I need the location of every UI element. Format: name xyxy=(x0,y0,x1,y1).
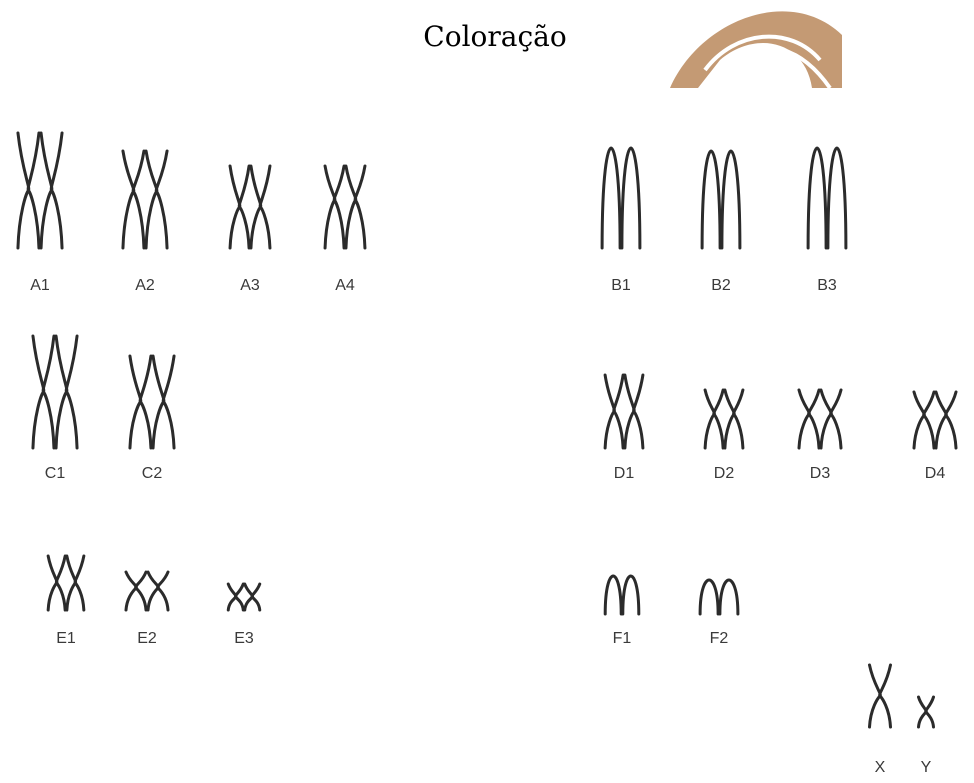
chromosome-f1-2 xyxy=(621,574,641,616)
chromosome-f2-2 xyxy=(718,578,740,616)
chromosome-e2-1 xyxy=(134,570,148,612)
pair-label-d1: D1 xyxy=(614,465,635,482)
chromosome-a4-1 xyxy=(323,164,337,250)
chromosome-a2-1 xyxy=(121,149,136,250)
chromosome-c2-1 xyxy=(138,354,153,450)
chromosome-a2-1 xyxy=(131,149,146,250)
chromosome-a4-2 xyxy=(344,164,358,250)
chromosome-c1-1 xyxy=(41,334,56,450)
chromosome-d2-1 xyxy=(703,388,716,450)
chromosome-d3-2 xyxy=(829,388,843,450)
chromosome-pair-c1: C1 xyxy=(31,334,79,482)
chromosome-a4-1 xyxy=(332,164,346,250)
chromosome-pair-e1: E1 xyxy=(46,554,86,647)
chromosome-c2-2 xyxy=(161,354,176,450)
pair-label-f2: F2 xyxy=(710,630,729,647)
chromosome-b1-1 xyxy=(600,146,622,250)
chromosome-d4-2 xyxy=(944,390,958,450)
chromosome-pair-d2: D2 xyxy=(703,388,745,482)
pair-label-d2: D2 xyxy=(714,465,735,482)
arc-logo-icon xyxy=(670,11,842,90)
chromosome-a1-1 xyxy=(26,131,41,250)
chromosome-d4-1 xyxy=(912,390,926,450)
chromosome-pair-d1: D1 xyxy=(603,373,645,482)
chromosome-b3-2 xyxy=(826,146,848,250)
chromosome-pair-x: X xyxy=(868,663,892,776)
chromosome-pair-e3: E3 xyxy=(226,582,262,647)
chromosome-pair-b3: B3 xyxy=(806,146,848,294)
chromosome-e2-2 xyxy=(146,570,160,612)
chromosome-d2-2 xyxy=(723,388,736,450)
chromosome-pair-a1: A1 xyxy=(16,131,64,294)
chromosome-a3-2 xyxy=(258,164,272,250)
pair-label-a3: A3 xyxy=(240,277,260,294)
chromosome-b2-2 xyxy=(720,149,742,250)
chromosome-d4-1 xyxy=(922,390,936,450)
chromosome-x-1 xyxy=(878,663,892,729)
chromosome-pair-y: Y xyxy=(917,695,935,776)
pair-label-d4: D4 xyxy=(925,465,946,482)
chromosome-pair-f2: F2 xyxy=(698,578,740,647)
pair-label-d3: D3 xyxy=(810,465,831,482)
pair-label-b2: B2 xyxy=(711,277,731,294)
chromosome-pair-b1: B1 xyxy=(600,146,642,294)
chromosome-f1-1 xyxy=(603,574,623,616)
chromosome-f2-1 xyxy=(698,578,720,616)
pair-label-x: X xyxy=(875,759,886,776)
chromosome-pair-d3: D3 xyxy=(797,388,843,482)
chromosome-pair-e2: E2 xyxy=(124,570,170,647)
pair-label-c2: C2 xyxy=(142,465,163,482)
pair-label-a1: A1 xyxy=(30,277,50,294)
chromosome-b3-1 xyxy=(806,146,828,250)
chromosome-e2-2 xyxy=(156,570,170,612)
chromosome-d2-2 xyxy=(732,388,745,450)
chromosome-e2-1 xyxy=(124,570,138,612)
chromosome-e3-1 xyxy=(234,582,245,612)
chromosome-d1-1 xyxy=(612,373,625,450)
chromosome-pair-a4: A4 xyxy=(323,164,367,294)
chromosome-d1-2 xyxy=(632,373,645,450)
chromosome-a2-2 xyxy=(144,149,159,250)
chromosome-d3-1 xyxy=(797,388,811,450)
pair-label-b3: B3 xyxy=(817,277,837,294)
chromosome-e3-2 xyxy=(250,582,262,612)
chromosome-a3-1 xyxy=(237,164,251,250)
pair-label-e3: E3 xyxy=(234,630,254,647)
pair-label-a2: A2 xyxy=(135,277,155,294)
chromosome-pair-a3: A3 xyxy=(228,164,272,294)
chromosome-d2-1 xyxy=(712,388,725,450)
chromosome-pair-a2: A2 xyxy=(121,149,169,294)
chromosome-e1-1 xyxy=(54,554,67,612)
chromosome-b2-1 xyxy=(700,149,722,250)
pair-label-e2: E2 xyxy=(137,630,157,647)
chromosome-a2-2 xyxy=(154,149,169,250)
chromosome-c1-2 xyxy=(64,334,79,450)
chromosome-b1-2 xyxy=(620,146,642,250)
chromosome-pair-f1: F1 xyxy=(603,574,641,647)
pair-label-a4: A4 xyxy=(335,277,355,294)
chromosome-d3-2 xyxy=(819,388,833,450)
pair-label-f1: F1 xyxy=(613,630,632,647)
chromosome-pair-c2: C2 xyxy=(128,354,176,482)
pair-label-e1: E1 xyxy=(56,630,76,647)
chromosome-a1-2 xyxy=(49,131,64,250)
chromosome-d4-2 xyxy=(934,390,948,450)
chromosome-a4-2 xyxy=(353,164,367,250)
diagram-title: Coloração xyxy=(423,20,567,53)
chromosome-y-1 xyxy=(924,695,935,729)
chromosome-d3-1 xyxy=(807,388,821,450)
chromosome-pair-d4: D4 xyxy=(912,390,958,482)
pair-label-b1: B1 xyxy=(611,277,631,294)
chromosome-pair-b2: B2 xyxy=(700,149,742,294)
pair-label-y: Y xyxy=(921,759,932,776)
chromosome-e1-2 xyxy=(73,554,86,612)
pair-label-c1: C1 xyxy=(45,465,66,482)
